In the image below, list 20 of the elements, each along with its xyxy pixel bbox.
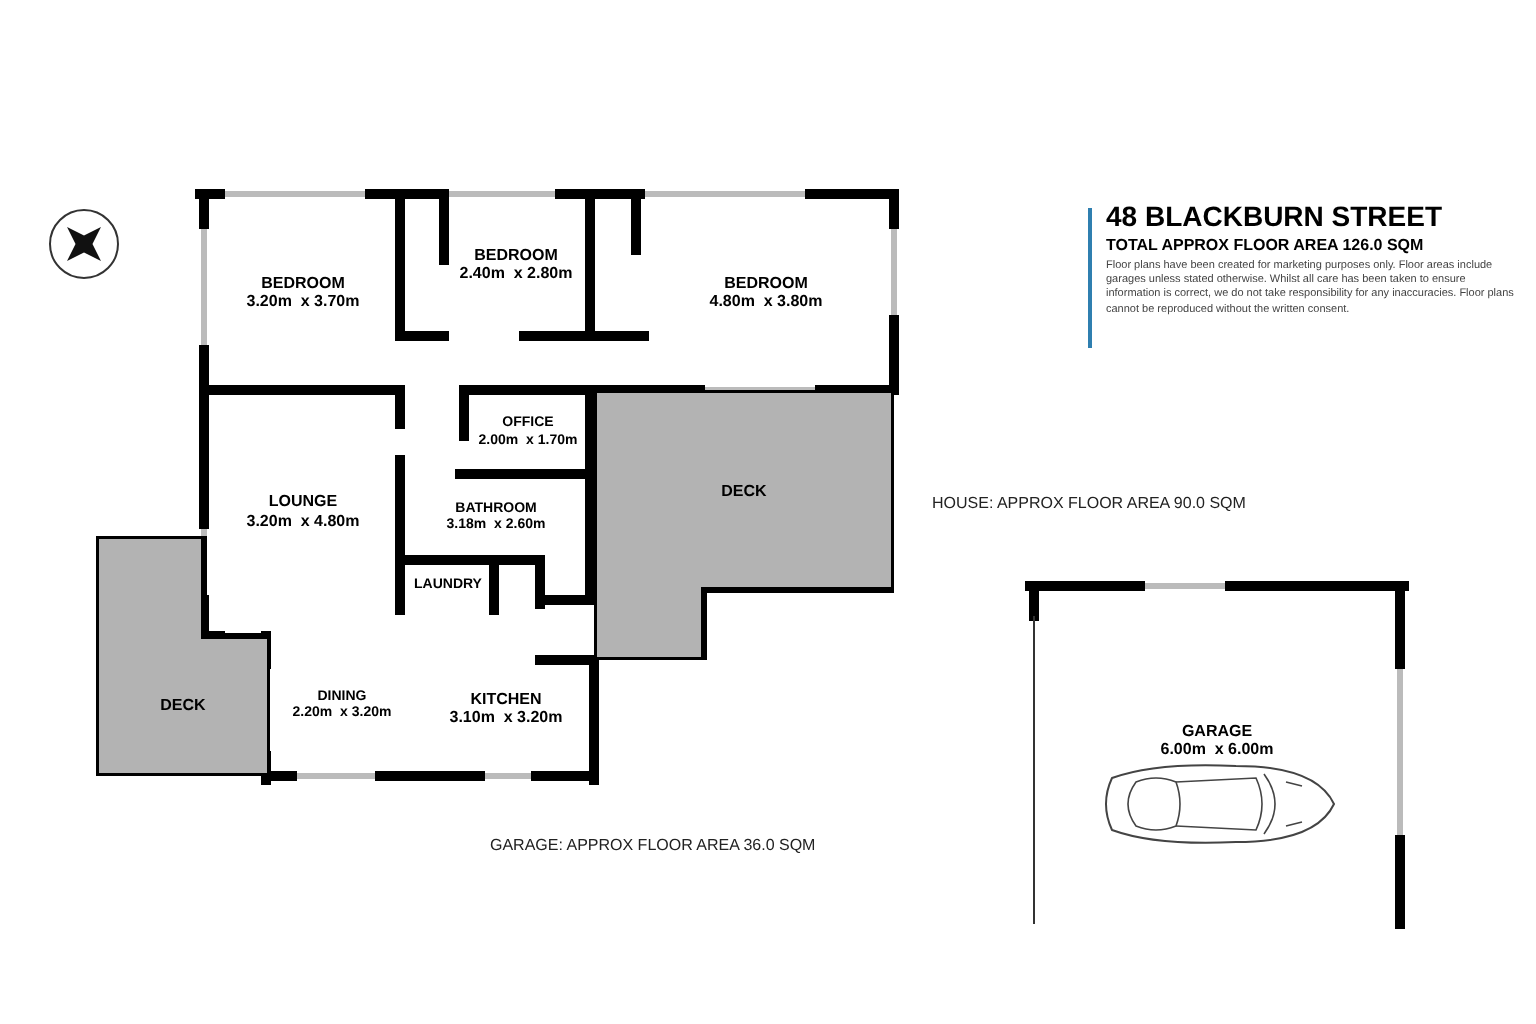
room-name: BEDROOM <box>724 273 808 292</box>
address-title: 48 BLACKBURN STREET <box>1106 200 1445 235</box>
deck-area <box>96 536 270 776</box>
room-dimensions: 3.20m x 4.80m <box>246 511 360 530</box>
room-dimensions: 3.10m x 3.20m <box>449 708 563 727</box>
room-dimensions: 2.40m x 2.80m <box>459 264 573 283</box>
room-name: BEDROOM <box>474 245 558 264</box>
room-name: DECK <box>721 482 767 501</box>
room-name: BEDROOM <box>261 273 345 292</box>
room-dimensions: 4.80m x 3.80m <box>709 292 823 311</box>
room-name: KITCHEN <box>470 689 542 708</box>
room-dimensions: 6.00m x 6.00m <box>1160 740 1274 759</box>
room-name: DECK <box>160 696 206 715</box>
room-dimensions: 3.20m x 3.70m <box>246 292 360 311</box>
room-name: GARAGE <box>1181 722 1253 741</box>
deck-area <box>594 390 894 660</box>
total-area-text: TOTAL APPROX FLOOR AREA 126.0 SQM <box>1106 235 1426 255</box>
garage-area-text: GARAGE: APPROX FLOOR AREA 36.0 SQM <box>490 834 816 858</box>
room-name: LOUNGE <box>268 492 338 511</box>
house-area-text: HOUSE: APPROX FLOOR AREA 90.0 SQM <box>932 492 1246 516</box>
